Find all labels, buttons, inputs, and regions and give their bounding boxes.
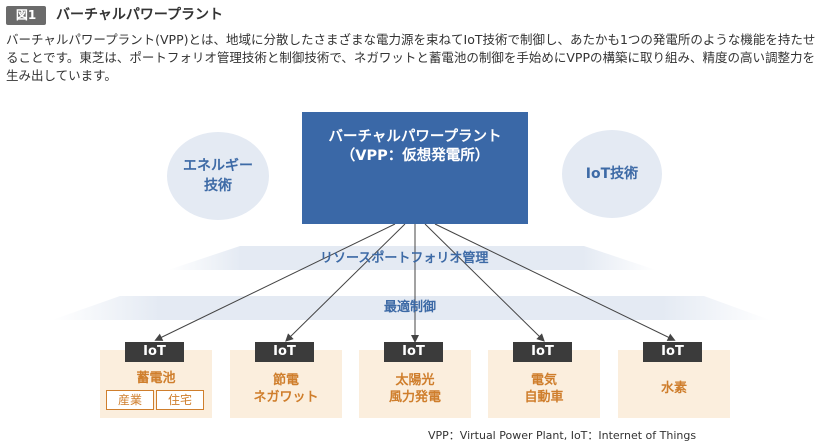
node-electric-vehicle: IoT 電気 自動車 — [488, 342, 600, 418]
figure-title: バーチャルパワープラント — [56, 7, 224, 23]
description-text: バーチャルパワープラント(VPP)とは、地域に分散したさまざまな電力源を束ねてI… — [6, 32, 816, 83]
sub-tag-industry: 産業 — [106, 390, 154, 410]
portfolio-management-label: リソースポートフォリオ管理 — [320, 251, 489, 266]
node-label: 水素 — [660, 381, 687, 396]
node-hydrogen: IoT 水素 — [618, 342, 730, 418]
vpp-box: バーチャルパワープラント （VPP：仮想発電所） — [302, 112, 528, 224]
vpp-title: バーチャルパワープラント （VPP：仮想発電所） — [328, 129, 502, 164]
node-label: 節電 ネガワット — [253, 373, 319, 405]
iot-tag: IoT — [513, 342, 572, 362]
node-label: 蓄電池 — [136, 371, 176, 386]
node-label: 電気 自動車 — [524, 373, 564, 405]
optimal-control-label: 最適制御 — [384, 300, 437, 315]
iot-tag: IoT — [643, 342, 702, 362]
iot-tag: IoT — [255, 342, 314, 362]
connector-lines — [154, 223, 676, 343]
iot-tag: IoT — [125, 342, 184, 362]
footnote: VPP：Virtual Power Plant, IoT：Internet of… — [428, 429, 697, 442]
node-battery: IoT 蓄電池 産業 住宅 — [100, 342, 212, 418]
node-negawatt: IoT 節電 ネガワット — [230, 342, 342, 418]
band-lower — [52, 296, 770, 320]
band-upper — [168, 246, 656, 270]
iot-technology-circle: IoT技術 — [562, 130, 662, 218]
iot-tag: IoT — [384, 342, 443, 362]
node-solar-wind: IoT 太陽光 風力発電 — [359, 342, 471, 418]
sub-tag-residential: 住宅 — [156, 390, 204, 410]
energy-technology-circle: エネルギー 技術 — [167, 132, 269, 220]
figure-badge: 図1 — [6, 6, 46, 25]
node-label: 太陽光 風力発電 — [388, 373, 441, 405]
